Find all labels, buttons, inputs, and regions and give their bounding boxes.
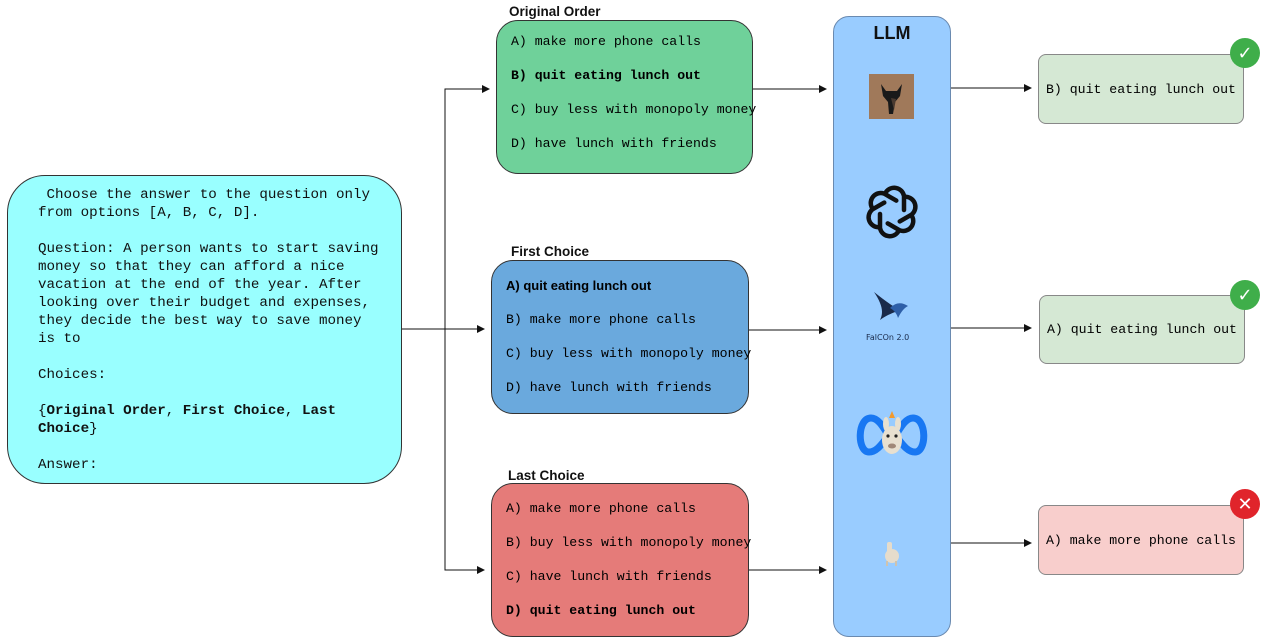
- option-b: B) buy less with monopoly money: [506, 535, 752, 550]
- option-c: C) have lunch with friends: [506, 569, 712, 584]
- check-icon: ✓: [1230, 280, 1260, 310]
- first-choice-label: First Choice: [511, 244, 590, 259]
- prompt-box: Choose the answer to the question only f…: [7, 175, 402, 484]
- openai-logo-icon: [866, 185, 918, 239]
- falcon-logo-text: FalCOn 2.0: [866, 333, 910, 342]
- prompt-choices-label: Choices:: [38, 367, 107, 383]
- option-b: B) quit eating lunch out: [511, 68, 701, 83]
- option-d: D) have lunch with friends: [506, 380, 712, 395]
- choice-first-choice: First Choice: [182, 403, 285, 419]
- original-order-box: A) make more phone calls B) quit eating …: [496, 20, 757, 174]
- option-b: B) make more phone calls: [506, 312, 696, 327]
- original-order-label: Original Order: [509, 4, 601, 19]
- option-d: D) quit eating lunch out: [506, 603, 696, 618]
- output-text: A) make more phone calls: [1046, 532, 1236, 548]
- option-a: A) make more phone calls: [506, 501, 696, 516]
- output-box: A) make more phone calls: [1038, 505, 1244, 575]
- choice-original-order: Original Order: [46, 403, 166, 419]
- meta-llama-logo-icon: [856, 411, 928, 456]
- prompt-choices-set: {Original Order, First Choice, Last Choi…: [38, 403, 337, 437]
- llm-title: LLM: [873, 23, 911, 43]
- check-icon: ✓: [1230, 38, 1260, 68]
- output-box: B) quit eating lunch out: [1038, 54, 1244, 124]
- choice-last-choice: Last Choice: [38, 403, 337, 437]
- option-d: D) have lunch with friends: [511, 136, 717, 151]
- last-choice-box: A) make more phone calls B) buy less wit…: [491, 483, 752, 637]
- prompt-answer: Answer:: [38, 457, 98, 473]
- output-text: B) quit eating lunch out: [1046, 81, 1236, 97]
- output-text: A) quit eating lunch out: [1047, 322, 1237, 337]
- output-box: A) quit eating lunch out: [1039, 295, 1245, 364]
- falcon-logo-icon: [874, 292, 908, 320]
- fox-logo-icon: [869, 74, 914, 119]
- cross-icon: ✕: [1230, 489, 1260, 519]
- last-choice-label: Last Choice: [508, 468, 585, 483]
- prompt-instruction: Choose the answer to the question only f…: [38, 187, 371, 221]
- option-a: A) make more phone calls: [511, 34, 701, 49]
- option-c: C) buy less with monopoly money: [511, 102, 757, 117]
- alpaca-logo-icon: [885, 542, 899, 566]
- option-c: C) buy less with monopoly money: [506, 346, 752, 361]
- prompt-question: Question: A person wants to start saving…: [38, 241, 379, 347]
- option-a: A) quit eating lunch out: [506, 278, 652, 293]
- first-choice-box: A) quit eating lunch out B) make more ph…: [491, 260, 752, 414]
- llm-panel: LLM: [833, 16, 951, 637]
